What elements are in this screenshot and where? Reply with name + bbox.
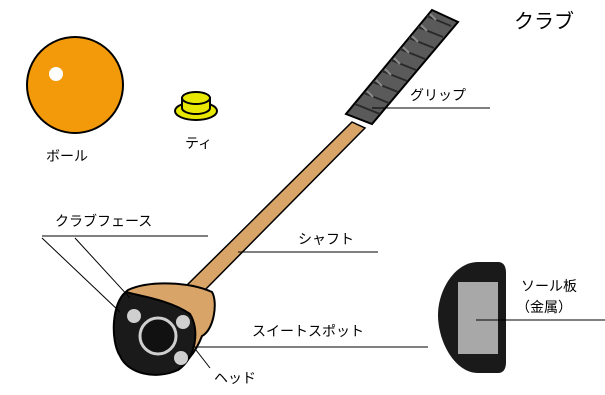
face-screw-right <box>176 315 190 329</box>
ball-highlight <box>49 67 63 81</box>
ball-label: ボール <box>46 149 88 165</box>
club-head <box>112 282 216 376</box>
sweet-spot-ring <box>138 316 178 356</box>
sole-insert <box>458 282 498 354</box>
sweet-spot-label: スイートスポット <box>252 324 364 340</box>
sole-plate-illustration <box>438 262 506 373</box>
tee-illustration <box>174 91 218 121</box>
tee-top <box>181 91 211 105</box>
sole-plate-note: （金属） <box>516 300 572 316</box>
club-face-leader-a <box>41 237 121 313</box>
club-face-leader-b <box>74 237 131 299</box>
shaft-label: シャフト <box>298 232 354 248</box>
ball-illustration <box>26 36 124 134</box>
face-screw-top <box>127 309 141 323</box>
club-face-label: クラブフェース <box>55 213 152 230</box>
diagram-title: クラブ <box>514 9 574 33</box>
grip-label: グリップ <box>410 88 466 104</box>
grip <box>344 8 460 126</box>
tee-label: ティ <box>185 136 212 152</box>
face-screw-bottom <box>174 351 188 365</box>
sole-plate-label: ソール板 <box>521 279 577 295</box>
ball-icon <box>26 36 124 134</box>
leader-lines <box>41 107 605 369</box>
head-label: ヘッド <box>214 371 256 387</box>
head-leader <box>195 349 211 369</box>
